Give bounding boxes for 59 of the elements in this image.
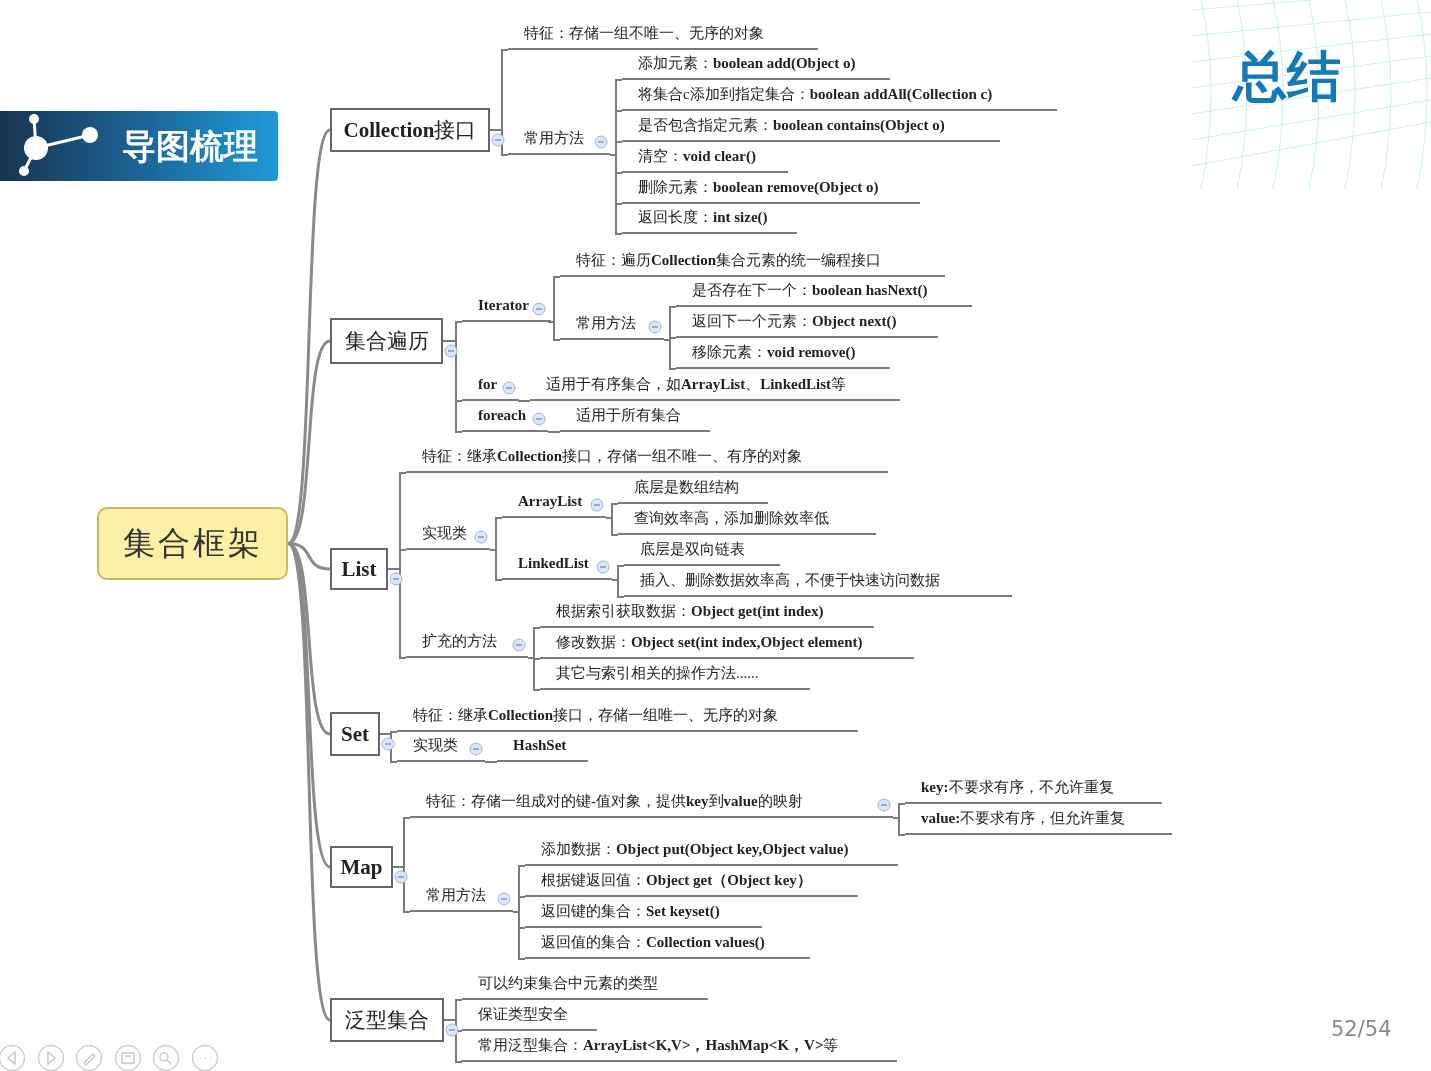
topic-text: 将集合c添加到指定集合：boolean addAll(Collection c) (622, 81, 1057, 111)
topic-text: 添加元素：boolean add(Object o) (622, 50, 890, 80)
connector-line (484, 761, 498, 763)
section-heading: 导图梳理 (122, 125, 258, 168)
connector-line (527, 657, 541, 691)
topic-box: 泛型集合 (330, 998, 444, 1042)
topic-text: 插入、删除数据效率高，不便于快速访问数据 (624, 567, 1012, 597)
topic-text: 底层是双向链表 (624, 536, 780, 566)
topic-box: 集合遍历 (330, 318, 443, 364)
topic-text: 返回值的集合：Collection values() (525, 929, 810, 959)
connector-line (287, 339, 331, 545)
topic-text: 适用于所有集合 (560, 402, 710, 432)
topic-text: 根据键返回值：Object get（Object key） (525, 867, 858, 897)
connector-line (512, 911, 526, 960)
topic-text: 删除元素：boolean remove(Object o) (622, 174, 920, 204)
connector-line (892, 817, 906, 836)
connector-line (489, 549, 503, 581)
root-topic-box: 集合框架 (97, 507, 288, 580)
topic-text: 常用泛型集合：ArrayList<K,V>，HashMap<K，V>等 (462, 1032, 897, 1062)
connector-line (517, 400, 531, 402)
topic-text: 查询效率高，添加删除效率低 (618, 505, 876, 535)
topic-text: 保证类型安全 (462, 1001, 597, 1031)
connector-line (605, 517, 619, 536)
topic-text: 返回键的集合：Set keyset() (525, 898, 762, 928)
topic-text: 是否包含指定元素：boolean contains(Object o) (622, 112, 1000, 142)
title: 总结 (1233, 44, 1341, 110)
connector-line (286, 542, 332, 1021)
topic-text: 特征：遍历Collection集合元素的统一编程接口 (560, 247, 945, 277)
topic-text: 底层是数组结构 (618, 474, 768, 504)
topic-text: 特征：存储一组不唯一、无序的对象 (508, 20, 818, 50)
topic-text: 可以约束集合中元素的类型 (462, 970, 708, 1000)
connector-line (611, 579, 625, 598)
topic-text: 返回下一个元素：Object next() (676, 308, 938, 338)
topic-text: 清空：void clear() (622, 143, 788, 173)
topic-text: value:不要求有序，但允许重复 (905, 805, 1172, 835)
connector-line (547, 321, 561, 341)
topic-box: Set (330, 712, 380, 756)
connector-line (379, 733, 398, 763)
topic-text: HashSet (497, 732, 589, 762)
connector-line (547, 431, 561, 433)
topic-text: 根据索引获取数据：Object get(int index) (540, 598, 874, 628)
topic-box: List (330, 548, 388, 590)
topic-box: Map (330, 846, 393, 888)
connector-line (387, 568, 407, 659)
topic-text: 添加数据：Object put(Object key,Object value) (525, 836, 898, 866)
topic-text: 适用于有序集合，如ArrayList、LinkedList等 (530, 371, 900, 401)
topic-text: 返回长度：int size() (622, 204, 797, 234)
topic-text: 特征：继承Collection接口，存储一组唯一、无序的对象 (397, 702, 858, 732)
page-number: 52/54 (1331, 1016, 1392, 1043)
topic-text: 修改数据：Object set(int index,Object element) (540, 629, 914, 659)
topic-box: Collection接口 (330, 108, 490, 152)
topic-text: 移除元素：void remove() (676, 339, 890, 369)
topic-text: 特征：继承Collection接口，存储一组不唯一、有序的对象 (406, 443, 888, 473)
topic-text: 其它与索引相关的操作方法...... (540, 660, 810, 690)
connector-line (609, 154, 623, 235)
topic-text: key:不要求有序，不允许重复 (905, 774, 1162, 804)
connector-line (663, 339, 677, 370)
topic-text: 是否存在下一个：boolean hasNext() (676, 277, 972, 307)
connector-line (286, 129, 332, 545)
